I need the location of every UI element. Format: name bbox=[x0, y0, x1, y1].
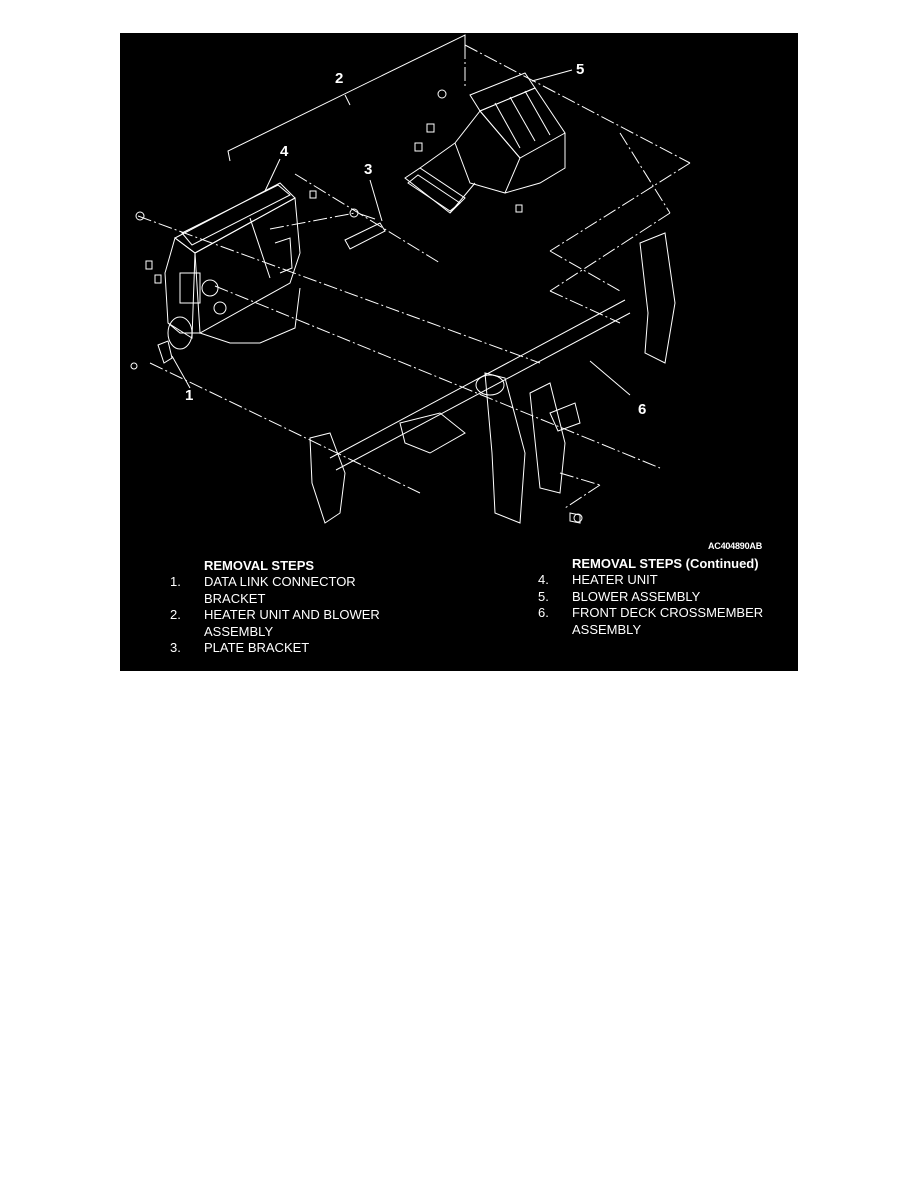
fasteners bbox=[130, 89, 583, 523]
dash-dot-leaders bbox=[137, 44, 691, 509]
step-item: 5. BLOWER ASSEMBLY bbox=[538, 588, 701, 604]
step-item: 4. HEATER UNIT bbox=[538, 572, 658, 588]
crossmember-drawing bbox=[309, 232, 676, 524]
callout-1: 1 bbox=[185, 387, 194, 404]
removal-steps-heading: REMOVAL STEPS bbox=[204, 558, 315, 573]
figure-panel: 2 5 4 3 1 6 AC404890AB REMOVAL STEPS 1. … bbox=[120, 33, 798, 671]
callout-leaders bbox=[171, 69, 631, 396]
figure-id-label: AC404890AB bbox=[707, 541, 762, 551]
exploded-view-diagram bbox=[130, 34, 691, 524]
step-item: 2. HEATER UNIT AND BLOWER bbox=[170, 607, 380, 623]
callout-4: 4 bbox=[280, 143, 289, 160]
callout-2: 2 bbox=[335, 70, 344, 87]
step-item: 6. FRONT DECK CROSSMEMBER bbox=[538, 605, 764, 621]
step-item: 1. DATA LINK CONNECTOR bbox=[170, 574, 356, 590]
callout-6: 6 bbox=[638, 401, 647, 418]
callout-5: 5 bbox=[576, 61, 585, 78]
heater-unit-drawing bbox=[164, 182, 301, 350]
removal-steps-list: REMOVAL STEPS 1. DATA LINK CONNECTOR BRA… bbox=[170, 558, 380, 656]
removal-steps-continued-list: REMOVAL STEPS (Continued) 4. HEATER UNIT… bbox=[538, 556, 764, 637]
assembly-bracket-line bbox=[227, 34, 466, 162]
blower-assembly-drawing bbox=[404, 72, 566, 214]
step-item: 3. PLATE BRACKET bbox=[170, 640, 310, 656]
removal-steps-continued-heading: REMOVAL STEPS (Continued) bbox=[572, 556, 759, 571]
plate-bracket-drawing bbox=[344, 208, 386, 250]
callout-3: 3 bbox=[364, 161, 373, 178]
